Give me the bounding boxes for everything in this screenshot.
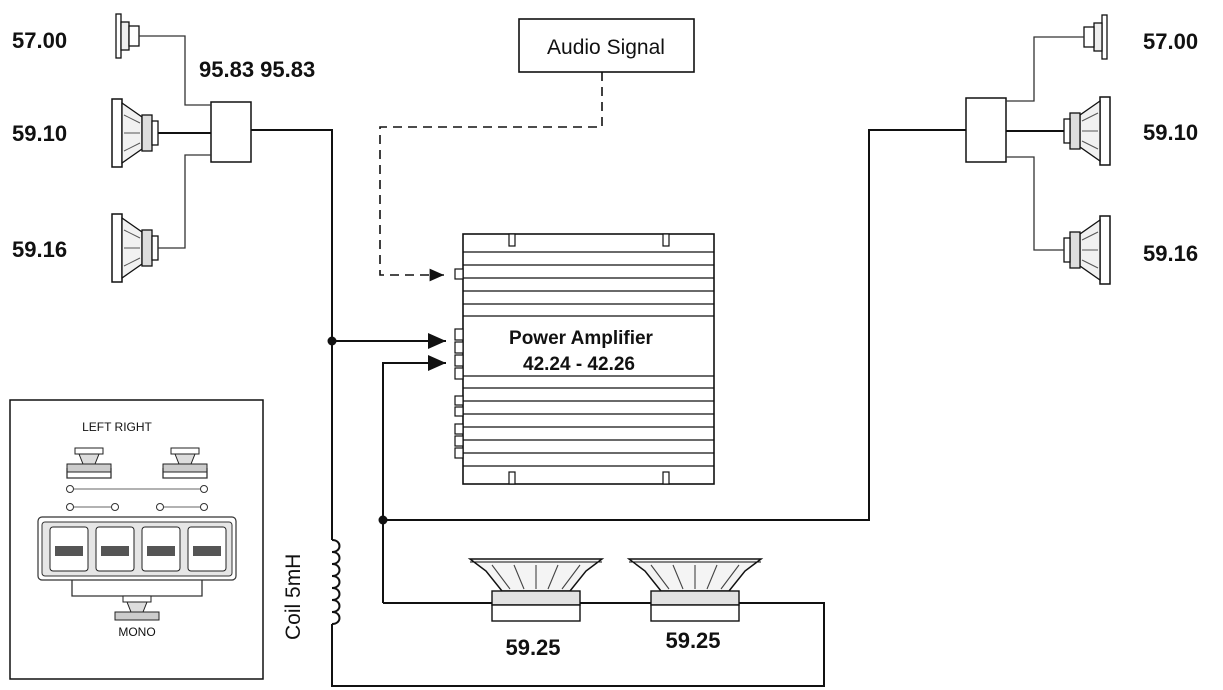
right-woofer-value: 59.16 bbox=[1143, 241, 1198, 266]
audio-signal-label: Audio Signal bbox=[547, 36, 665, 59]
audio-signal-box bbox=[518, 18, 695, 73]
coil-icon bbox=[331, 539, 341, 625]
left-midrange-value: 59.10 bbox=[12, 121, 67, 146]
left-tweeter-icon bbox=[115, 13, 140, 59]
left-woofer-icon bbox=[111, 213, 159, 283]
right-midrange-icon bbox=[1063, 96, 1111, 166]
right-tweeter-value: 57.00 bbox=[1143, 29, 1198, 54]
left-midrange-icon bbox=[111, 98, 159, 168]
subwoofer-1-value: 59.25 bbox=[505, 635, 560, 660]
subwoofer-2-icon bbox=[628, 558, 762, 622]
coil-label: Coil 5mH bbox=[282, 554, 305, 640]
inset-mono-label: MONO bbox=[118, 625, 155, 639]
inset-left-right-label: LEFT RIGHT bbox=[82, 420, 152, 434]
subwoofer-2-value: 59.25 bbox=[665, 628, 720, 653]
amplifier-range: 42.24 - 42.26 bbox=[523, 354, 635, 375]
right-woofer-icon bbox=[1063, 215, 1111, 285]
right-crossover bbox=[965, 97, 1007, 163]
amplifier-title: Power Amplifier bbox=[509, 328, 654, 349]
left-crossover bbox=[210, 101, 252, 163]
subwoofer-1-icon bbox=[469, 558, 603, 622]
right-tweeter-icon bbox=[1083, 14, 1108, 60]
power-amplifier bbox=[454, 233, 715, 485]
bridge-inset bbox=[9, 399, 264, 680]
left-woofer-value: 59.16 bbox=[12, 237, 67, 262]
audio-signal-line bbox=[379, 72, 603, 282]
left-tweeter-value: 57.00 bbox=[12, 28, 67, 53]
left-crossover-label: 95.83 95.83 bbox=[199, 57, 315, 82]
right-midrange-value: 59.10 bbox=[1143, 120, 1198, 145]
